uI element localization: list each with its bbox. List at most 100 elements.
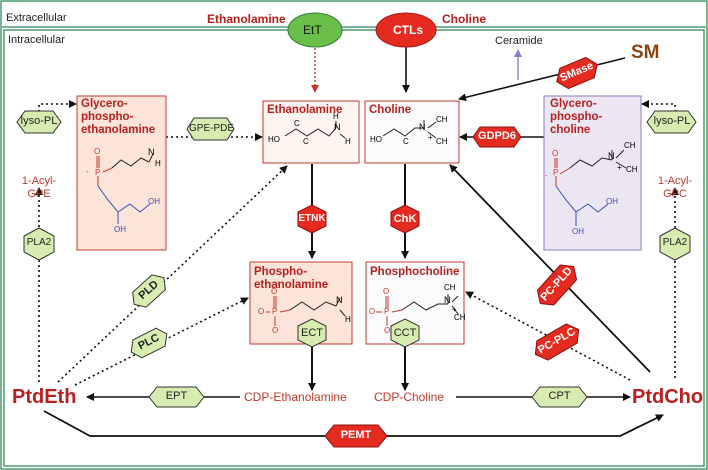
atom-o: O <box>552 149 559 158</box>
atom-minus: - <box>545 171 548 180</box>
ethanolamine-input-label: Ethanolamine <box>207 12 286 26</box>
ect-label: ECT <box>301 327 323 339</box>
box-gpc <box>543 95 642 251</box>
cct-badge <box>390 318 420 348</box>
atom-p: P <box>553 168 559 177</box>
acyl-gpc-label: 1-Acyl- GPC <box>656 175 694 201</box>
atom-plus: + <box>428 133 433 142</box>
choline-input-label: Choline <box>442 12 486 26</box>
atom-o2: O <box>369 307 376 316</box>
gdpd6-badge <box>472 126 522 148</box>
acyl-gpe-line1: 1-Acyl- <box>21 175 57 187</box>
intracellular-border <box>3 29 705 467</box>
plc-badge <box>130 327 168 359</box>
atom-ch3: CH <box>436 115 448 124</box>
pe-title-line2: ethanolamine <box>254 279 329 292</box>
atom-n: N <box>334 122 341 132</box>
atom-oh2: OH <box>148 197 160 206</box>
lyso-pl-right-label: lyso-PL <box>653 115 691 127</box>
gpe-structure-glycerol <box>97 185 151 224</box>
ptdeth-label: PtdEth <box>12 386 77 408</box>
gpe-pde-label: GPE-PDE <box>189 123 235 134</box>
gpc-structure-amine <box>569 149 627 169</box>
ethanolamine-structure <box>284 121 346 139</box>
pe-structure <box>266 296 291 326</box>
atom-oh: OH <box>572 227 584 236</box>
gdpd6-label: GDPD6 <box>478 130 516 142</box>
sm-label: SM <box>631 42 660 63</box>
atom-ch3: CH <box>624 141 636 150</box>
atom-n: N <box>336 295 343 305</box>
gpe-title-line3: ethanolamine <box>81 124 156 137</box>
atom-c2: C <box>294 119 300 128</box>
etnk-badge <box>297 204 327 234</box>
chk-label: ChK <box>393 213 417 225</box>
cdp-choline-label: CDP-Choline <box>374 390 445 404</box>
pc-structure <box>376 296 403 326</box>
pc-structure-amine <box>401 294 459 315</box>
etnk-label: ETNK <box>298 213 326 224</box>
atom-n: N <box>419 122 426 132</box>
atom-p: P <box>272 307 278 316</box>
box-choline <box>364 100 460 164</box>
ect-badge <box>297 318 327 348</box>
atom-p: P <box>384 307 390 316</box>
acyl-gpe-line2: GPE <box>27 188 51 201</box>
gpc-structure-glycerol <box>555 185 609 226</box>
atom-h2: H <box>345 137 351 146</box>
ept-badge <box>148 386 205 408</box>
ptdcho-label: PtdCho <box>632 386 704 408</box>
gpc-title-line2: phospho- <box>550 111 603 124</box>
cdp-ethanolamine-label: CDP-Ethanolamine <box>244 390 347 404</box>
atom-ho: HO <box>370 135 382 144</box>
pc-pld-badge <box>536 264 578 306</box>
atom-p: P <box>95 168 101 177</box>
atom-minus: - <box>86 167 89 176</box>
box-ethanolamine <box>262 100 360 164</box>
pemt-label: PEMT <box>340 429 372 441</box>
arrow-pc-pld <box>449 164 651 373</box>
ett-label: EtT <box>303 23 322 37</box>
atom-ho: HO <box>268 135 280 144</box>
acyl-gpc-line2: GPC <box>663 188 687 201</box>
pla2-right-badge <box>659 227 691 261</box>
pld-badge <box>132 274 166 308</box>
atom-o3: O <box>384 326 391 335</box>
ethanolamine-title: Ethanolamine <box>267 104 343 116</box>
pla2-left-label: PLA2 <box>26 237 52 248</box>
atom-n: N <box>148 147 155 157</box>
lyso-pl-right-badge <box>646 110 697 134</box>
atom-c: C <box>303 137 309 146</box>
atom-plus: + <box>617 163 622 172</box>
gpc-structure <box>554 158 571 186</box>
pe-structure-amine <box>289 297 346 317</box>
atom-ch3b: CH <box>626 165 638 174</box>
gpe-structure-amine <box>111 153 154 169</box>
pe-title-line1: Phospho- <box>254 266 308 278</box>
pemt-badge <box>324 424 388 448</box>
atom-oh: OH <box>114 225 126 234</box>
atom-o: O <box>383 287 390 296</box>
atom-h: H <box>333 112 339 121</box>
atom-o2: O <box>258 307 265 316</box>
pe-title: Phospho- ethanolamine <box>254 266 328 292</box>
arrow-pc-plc <box>465 291 631 381</box>
gpe-title-line2: phospho- <box>81 111 134 124</box>
atom-o3: O <box>272 326 279 335</box>
atom-ch3b: CH <box>436 137 448 146</box>
atom-n: N <box>608 151 615 161</box>
cct-label: CCT <box>393 327 417 339</box>
atom-plus: + <box>452 305 457 314</box>
extracellular-label: Extracellular <box>6 12 67 24</box>
lyso-pl-left-badge <box>16 110 62 134</box>
acyl-gpe-label: 1-Acyl- GPE <box>20 175 58 201</box>
ett-transporter-shape <box>287 12 343 48</box>
cpt-badge <box>531 386 588 408</box>
atom-ch3: CH <box>444 283 456 292</box>
smase-badge <box>556 56 598 90</box>
choline-title: Choline <box>369 104 412 116</box>
acyl-gpc-line1: 1-Acyl- <box>657 175 693 187</box>
pla2-right-label: PLA2 <box>662 237 688 248</box>
ceramide-label: Ceramide <box>495 35 543 47</box>
